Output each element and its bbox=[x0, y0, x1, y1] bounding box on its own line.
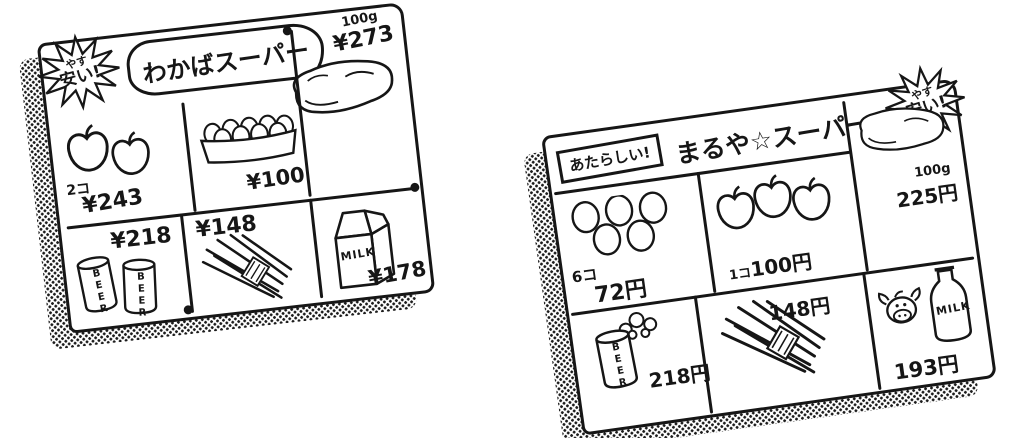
fold-dot bbox=[409, 182, 420, 193]
maruya-new-banner: あたらしい! bbox=[555, 133, 664, 184]
cow-icon bbox=[877, 286, 921, 324]
asparagus-icon bbox=[201, 233, 293, 299]
apple-icon bbox=[111, 131, 150, 175]
beer-can-icon bbox=[595, 329, 638, 389]
beer-can: BEER bbox=[119, 256, 162, 320]
maruya-flyer: あたらしい! まるや☆スーパー やす 安い! 6コ 72円 bbox=[541, 64, 997, 436]
maruya-apples-price: 100円 bbox=[748, 249, 814, 282]
wakaba-price-burst: やす 安い! bbox=[31, 27, 127, 116]
maruya-milk-price: 193円 bbox=[892, 351, 961, 385]
beer-can: BEER bbox=[590, 324, 643, 395]
apple-icon bbox=[716, 185, 755, 230]
maruya-meat-price: 225円 bbox=[894, 180, 960, 213]
milk-bottle: MILK bbox=[920, 261, 979, 349]
asparagus-icon bbox=[720, 299, 826, 374]
beer-can-label: BEER bbox=[135, 271, 149, 320]
wakaba-eggs-price: ¥100 bbox=[244, 162, 307, 195]
wakaba-burst-main: 安い! bbox=[57, 61, 104, 93]
egg-carton-icon bbox=[199, 114, 297, 164]
starburst-icon bbox=[38, 33, 120, 111]
meat-icon bbox=[292, 59, 394, 114]
beer-can-icon bbox=[76, 256, 118, 313]
milk-bottle-icon bbox=[929, 265, 972, 343]
apple-icon bbox=[66, 124, 109, 172]
maruya-apples-price-group: 1コ100円 bbox=[727, 245, 814, 285]
milk-carton-icon bbox=[334, 209, 396, 290]
apple-icon bbox=[753, 174, 792, 219]
beer-can-icon bbox=[122, 258, 158, 315]
maruya-apples-qty: 1コ bbox=[728, 265, 753, 284]
beer-can: BEER bbox=[72, 250, 124, 319]
wakaba-beer-price: ¥218 bbox=[109, 222, 173, 255]
fold-dot bbox=[183, 304, 194, 315]
apple-icon bbox=[792, 176, 831, 221]
milk-carton: MILK bbox=[320, 195, 406, 295]
wakaba-flyer: やす 安い! わかばスーパー 100g ¥273 bbox=[36, 2, 436, 334]
eggs-icon bbox=[571, 191, 668, 256]
maruya-beer-price: 218円 bbox=[647, 360, 712, 393]
meat-icon bbox=[859, 107, 945, 151]
